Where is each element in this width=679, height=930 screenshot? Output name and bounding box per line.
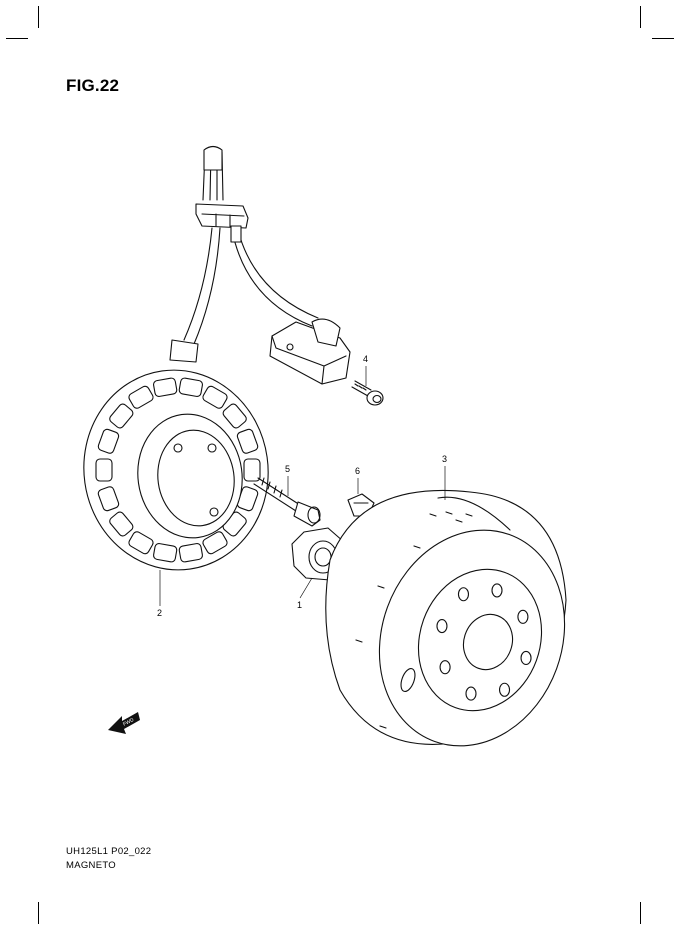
figure-code: UH125L1 P02_022 [66, 846, 152, 857]
fwd-arrow-icon: FWD [108, 712, 140, 734]
stator-coil [178, 543, 203, 563]
stator-coil [109, 403, 134, 429]
stator-coil [97, 428, 120, 454]
pulser-coil [269, 318, 351, 385]
stator-coil [128, 531, 154, 555]
stator-coil [202, 531, 228, 555]
screw-part-4 [351, 380, 384, 406]
rotor-part-3 [325, 489, 567, 747]
rotor-hole [491, 583, 503, 598]
rotor-hole [517, 609, 529, 624]
callout-6: 6 [355, 466, 361, 476]
rotor-hole [439, 660, 451, 675]
stator-part-2 [83, 369, 269, 571]
stator-coil [109, 511, 134, 537]
crop-mark-top-left-h [6, 38, 28, 39]
callout-5: 5 [285, 464, 291, 474]
stator-coil [202, 385, 228, 409]
bolt-part-5 [253, 477, 321, 527]
stator-coil [178, 377, 203, 397]
callout-3: 3 [442, 454, 448, 464]
leader-1 [299, 577, 313, 599]
rotor-hole [520, 650, 532, 666]
callout-2: 2 [157, 608, 163, 618]
stator-coil [236, 428, 259, 454]
rotor-hole [465, 686, 477, 701]
figure-title: FIG.22 [66, 76, 120, 95]
figure-name: MAGNETO [66, 860, 116, 871]
stator-coil [243, 458, 261, 482]
fwd-label: FWD [122, 717, 135, 728]
stator-coil [222, 403, 247, 429]
stator-coil [95, 458, 113, 482]
stator-coil [97, 486, 120, 512]
crop-mark-top-right-h [652, 38, 674, 39]
stator-coil [153, 377, 178, 397]
rotor-hole [457, 587, 470, 602]
crop-mark-top-right [640, 6, 641, 28]
crop-mark-bottom-right [640, 902, 641, 924]
stator-coil [153, 543, 178, 563]
callout-4: 4 [363, 354, 369, 364]
crop-mark-bottom-left [38, 902, 39, 924]
rotor-hole [436, 618, 448, 634]
crop-mark-top-left [38, 6, 39, 28]
stator-coil [128, 385, 154, 409]
callout-1: 1 [297, 600, 303, 610]
rotor-hole [498, 682, 511, 697]
wire-harness [169, 145, 319, 363]
